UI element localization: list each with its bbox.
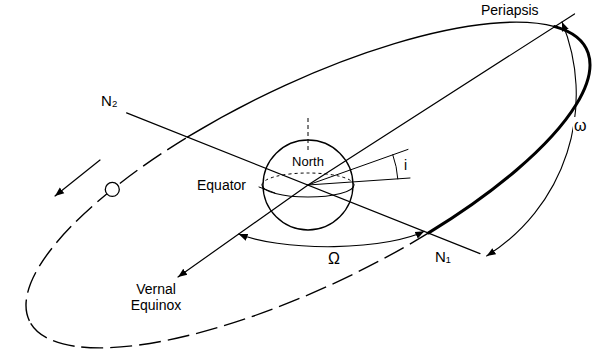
periapsis-label: Periapsis (480, 2, 540, 18)
line-of-nodes (127, 113, 480, 254)
orbit-back (29, 233, 428, 348)
angle-label: ω (573, 117, 588, 135)
vernal-equinox-label: Vernal Equinox (122, 281, 190, 313)
sphere-circle (263, 140, 353, 230)
inclination-line (308, 178, 410, 185)
equator-label: Equator (196, 177, 247, 193)
equator-back (262, 173, 354, 185)
north-axis (308, 118, 309, 153)
node-angle-arc (239, 231, 425, 246)
sphere-outline (262, 139, 354, 231)
node-label: N₂ (100, 92, 119, 109)
angle-label: Ω (327, 250, 341, 268)
satellite (105, 182, 119, 196)
periapsis-line (308, 14, 575, 185)
periapsis-angle-arc (487, 22, 577, 256)
leader-line (259, 187, 275, 193)
equator-front (262, 185, 354, 197)
inclination-label: i (403, 157, 408, 173)
orbit-thick (429, 27, 590, 233)
planet-sphere: North (262, 139, 354, 231)
axis-label: North (262, 155, 354, 170)
inclination-arc (393, 155, 398, 179)
orbit-front (187, 22, 555, 137)
motion-arrow (55, 160, 100, 196)
vernal-arrow (178, 185, 308, 277)
node-label: N₁ (434, 248, 452, 265)
